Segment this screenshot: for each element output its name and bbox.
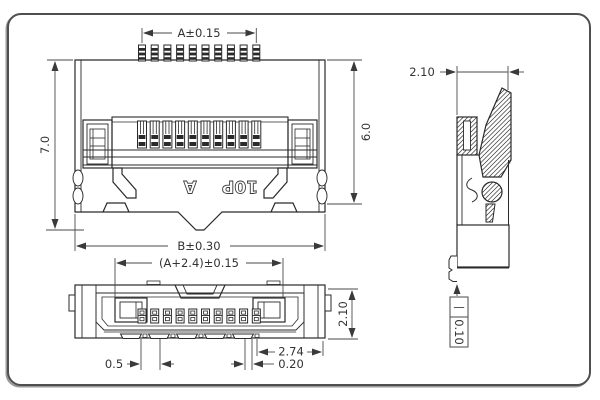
dim-body-height-label: 6.0 — [359, 123, 373, 141]
dim-side-width-label: 2.10 — [409, 65, 435, 79]
dim-overall-height-label: 7.0 — [38, 136, 52, 154]
feature-control-frame — [449, 296, 469, 348]
dim-body-height — [327, 59, 362, 205]
slot — [251, 120, 262, 149]
slot — [213, 120, 224, 149]
side-view — [448, 87, 512, 282]
pin — [201, 44, 210, 62]
actuator-section — [478, 87, 512, 178]
contact — [137, 308, 147, 324]
side-notch — [316, 187, 328, 205]
pin — [163, 44, 172, 62]
tail-mark — [266, 280, 281, 285]
dim-pad-width-label: 0.20 — [278, 357, 304, 371]
contact — [162, 308, 172, 324]
dim-pad-pitch-label: 0.5 — [105, 357, 123, 371]
contact — [175, 308, 185, 324]
tail-tick — [198, 333, 204, 338]
tail-mark — [146, 280, 161, 285]
tail-tab — [176, 333, 198, 339]
body-outline — [74, 59, 326, 231]
coplanarity-value: 0.10 — [452, 319, 466, 345]
tail-tab — [204, 333, 226, 339]
solder-foot — [448, 255, 457, 282]
dim-overall-width — [74, 214, 326, 251]
tail-tab — [148, 333, 170, 339]
pin — [188, 44, 197, 62]
slot — [187, 120, 198, 149]
latch — [112, 167, 137, 199]
dim-pad-pitch — [127, 339, 174, 370]
side-tab — [68, 294, 76, 312]
slot — [149, 120, 160, 149]
marking-pin-count: 10P — [222, 176, 258, 196]
dim-actuator-span — [114, 258, 284, 297]
mount-tab — [270, 202, 298, 213]
dim-tail-to-edge-label: 2.74 — [278, 345, 304, 359]
tail-tab — [232, 333, 254, 339]
contact-section — [485, 203, 496, 223]
tail-tick — [142, 333, 148, 338]
right-bracket — [287, 119, 318, 169]
pin — [252, 44, 261, 62]
pin — [226, 44, 235, 62]
pin — [138, 44, 146, 62]
dim-bottom-height-label: 2.10 — [336, 301, 350, 327]
top-view — [72, 59, 328, 231]
dim-tail-to-edge — [256, 339, 324, 356]
slot — [175, 120, 186, 149]
tail-tab — [120, 333, 142, 339]
contact — [226, 308, 236, 324]
mount-tab — [102, 202, 130, 213]
marking-letter: A — [183, 176, 197, 196]
contact — [213, 308, 223, 324]
fpc-slot — [463, 120, 471, 151]
pin — [214, 44, 223, 62]
dim-side-width — [440, 66, 524, 115]
pin — [176, 44, 185, 62]
polarize-key — [174, 284, 226, 299]
slot — [238, 120, 249, 149]
cam-section — [481, 181, 503, 203]
side-tab — [324, 294, 332, 312]
contact — [188, 308, 198, 324]
dim-overall-height — [46, 59, 84, 231]
spring-contact — [466, 177, 478, 203]
slot — [162, 120, 173, 149]
base-block — [456, 224, 510, 268]
contact — [239, 308, 249, 324]
side-notch — [72, 187, 84, 205]
housing-cavity — [95, 292, 305, 331]
coplanarity-callout: — 0.10 — [449, 284, 469, 348]
contact — [150, 308, 160, 324]
contact — [201, 308, 210, 324]
dim-pin-span-label: A±0.15 — [177, 26, 220, 40]
dim-pin-span — [141, 28, 257, 43]
pin — [239, 44, 248, 62]
side-notch — [316, 169, 328, 187]
side-notch — [72, 169, 84, 187]
tail-tick — [170, 333, 176, 338]
dim-actuator-span-label: (A+2.4)±0.15 — [159, 256, 239, 270]
tail-tick — [226, 333, 232, 338]
straightness-symbol: — — [453, 300, 465, 314]
dim-bottom-height — [328, 288, 358, 340]
slot — [137, 120, 147, 149]
pin — [150, 44, 159, 62]
bottom-view — [68, 280, 332, 339]
slot — [225, 120, 236, 149]
latch — [263, 167, 288, 199]
tail-tick — [254, 333, 260, 338]
slot — [200, 120, 211, 149]
left-bracket — [82, 119, 113, 169]
dim-overall-width-label: B±0.30 — [177, 239, 220, 253]
contact — [251, 308, 261, 324]
dim-pad-width — [231, 339, 274, 370]
